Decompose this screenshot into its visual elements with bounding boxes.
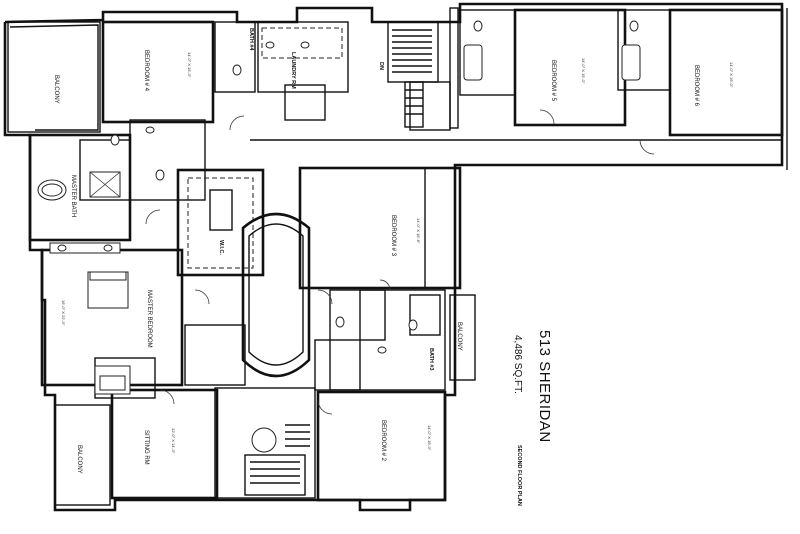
- label-bedroom-6: BEDROOM # 6: [693, 65, 699, 107]
- stairs-south: [250, 424, 310, 484]
- label-bedroom-4: BEDROOM # 4: [143, 50, 149, 92]
- dim-bedroom-3: 14'-0" X 16'-6": [416, 218, 421, 244]
- label-sitting-room: SITTING RM: [143, 430, 149, 465]
- label-balcony-nw: BALCONY: [53, 75, 59, 104]
- label-master-bedroom: MASTER BEDROOM: [146, 290, 152, 348]
- label-balcony-sw: BALCONY: [76, 445, 82, 474]
- label-master-bath: MASTER BATH: [70, 175, 76, 217]
- interior-walls: [7, 8, 784, 506]
- dim-bedroom-6: 14'-0" X 16'-0": [729, 62, 734, 88]
- door-swings: [145, 109, 655, 415]
- label-bedroom-3: BEDROOM # 3: [390, 215, 396, 257]
- label-wic: W.I.C.: [218, 240, 224, 255]
- stairs-north: [392, 29, 432, 128]
- plan-title: 513 SHERIDAN: [536, 330, 553, 443]
- label-dn: DN: [378, 62, 384, 70]
- label-bath-4: BATH #4: [248, 28, 254, 51]
- label-laundry: LAUNDRY RM: [290, 52, 296, 89]
- label-balcony-east: BALCONY: [456, 322, 462, 351]
- plan-area: 4,486 SQ.FT.: [512, 335, 523, 394]
- dim-bedroom-4: 14'-0" X 15'-0": [187, 52, 192, 78]
- dim-bedroom-5: 14'-0" X 15'-0": [581, 58, 586, 84]
- dim-master-bedroom: 16'-0" X 22'-0": [61, 300, 66, 326]
- plan-subtitle: SECOND FLOOR PLAN: [516, 445, 522, 506]
- label-bedroom-2: BEDROOM # 2: [380, 420, 386, 462]
- dim-sitting-room: 12'-0" X 14'-0": [171, 428, 176, 454]
- label-bath-3: BATH #3: [428, 348, 434, 371]
- dim-bedroom-2: 14'-0" X 16'-0": [427, 425, 432, 451]
- fixtures: [37, 20, 641, 395]
- label-bedroom-5: BEDROOM # 5: [550, 60, 556, 102]
